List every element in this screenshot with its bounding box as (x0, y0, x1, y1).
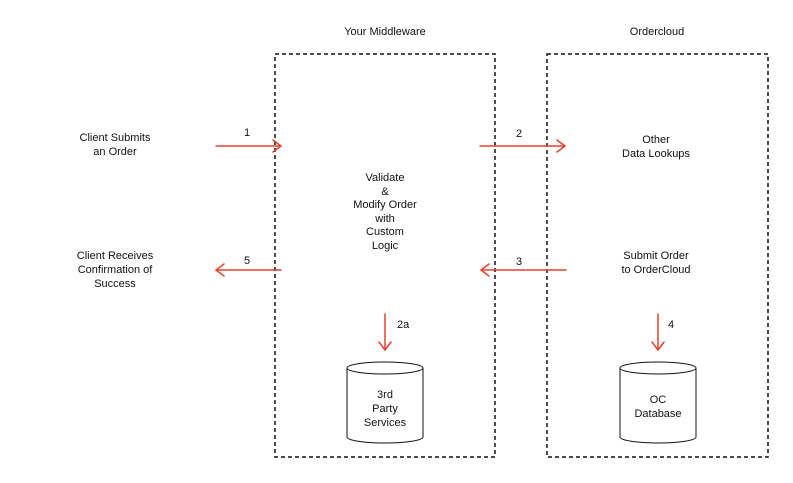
client-receives-line-1: Client Receives (76, 250, 154, 262)
database-line-1: OC (649, 394, 667, 406)
client-receives-line-2: Confirmation of (77, 264, 153, 276)
arrow-step-1 (215, 139, 282, 153)
logic-line-1: Validate (365, 172, 405, 184)
logic-line-5: Custom (366, 226, 404, 238)
arrow-step-3 (480, 263, 567, 277)
logic-line-4: with (375, 212, 395, 225)
middleware-container (274, 53, 496, 458)
services-line-1: 3rd (377, 389, 393, 401)
oc-database-text: OC Database (608, 393, 708, 421)
step-label-2a: 2a (397, 319, 410, 331)
step-label-5: 5 (244, 255, 251, 267)
client-receives-text: Client Receives Confirmation of Success (45, 249, 185, 291)
ordercloud-container (546, 53, 769, 458)
middleware-header: Your Middleware (344, 26, 426, 38)
submit-line-1: Submit Order (623, 250, 689, 262)
client-submits-line-2: an Order (93, 146, 137, 158)
lookups-line-2: Data Lookups (622, 148, 690, 160)
client-submits-line-1: Client Submits (79, 132, 151, 144)
logic-line-3: Modify Order (353, 199, 417, 211)
client-receives-line-3: Success (94, 278, 136, 290)
arrow-step-4 (651, 313, 665, 351)
services-line-2: Party (372, 403, 398, 415)
arrow-step-5 (215, 263, 282, 277)
logic-line-6: Logic (371, 239, 399, 252)
step-label-2: 2 (516, 128, 523, 140)
step-label-1: 1 (244, 127, 251, 139)
database-line-2: Database (634, 408, 682, 420)
submit-to-ordercloud-text: Submit Order to OrderCloud (586, 249, 726, 277)
submit-line-2: to OrderCloud (621, 264, 691, 276)
third-party-services-text: 3rd Party Services (335, 388, 435, 430)
logic-line-2: & (381, 185, 389, 198)
client-submits-text: Client Submits an Order (45, 131, 185, 159)
ordercloud-header: Ordercloud (629, 26, 685, 38)
arrow-step-2 (479, 139, 566, 153)
services-line-3: Services (363, 417, 407, 429)
third-party-services-cylinder (346, 361, 424, 444)
oc-database-cylinder (619, 361, 697, 444)
middleware-logic-text: Validate & Modify Order with Custom Logi… (315, 172, 455, 253)
lookups-line-1: Other (642, 134, 670, 146)
step-label-4: 4 (668, 319, 675, 331)
step-label-3: 3 (516, 256, 523, 268)
arrow-step-2a (378, 313, 392, 351)
other-data-lookups-text: Other Data Lookups (586, 133, 726, 161)
